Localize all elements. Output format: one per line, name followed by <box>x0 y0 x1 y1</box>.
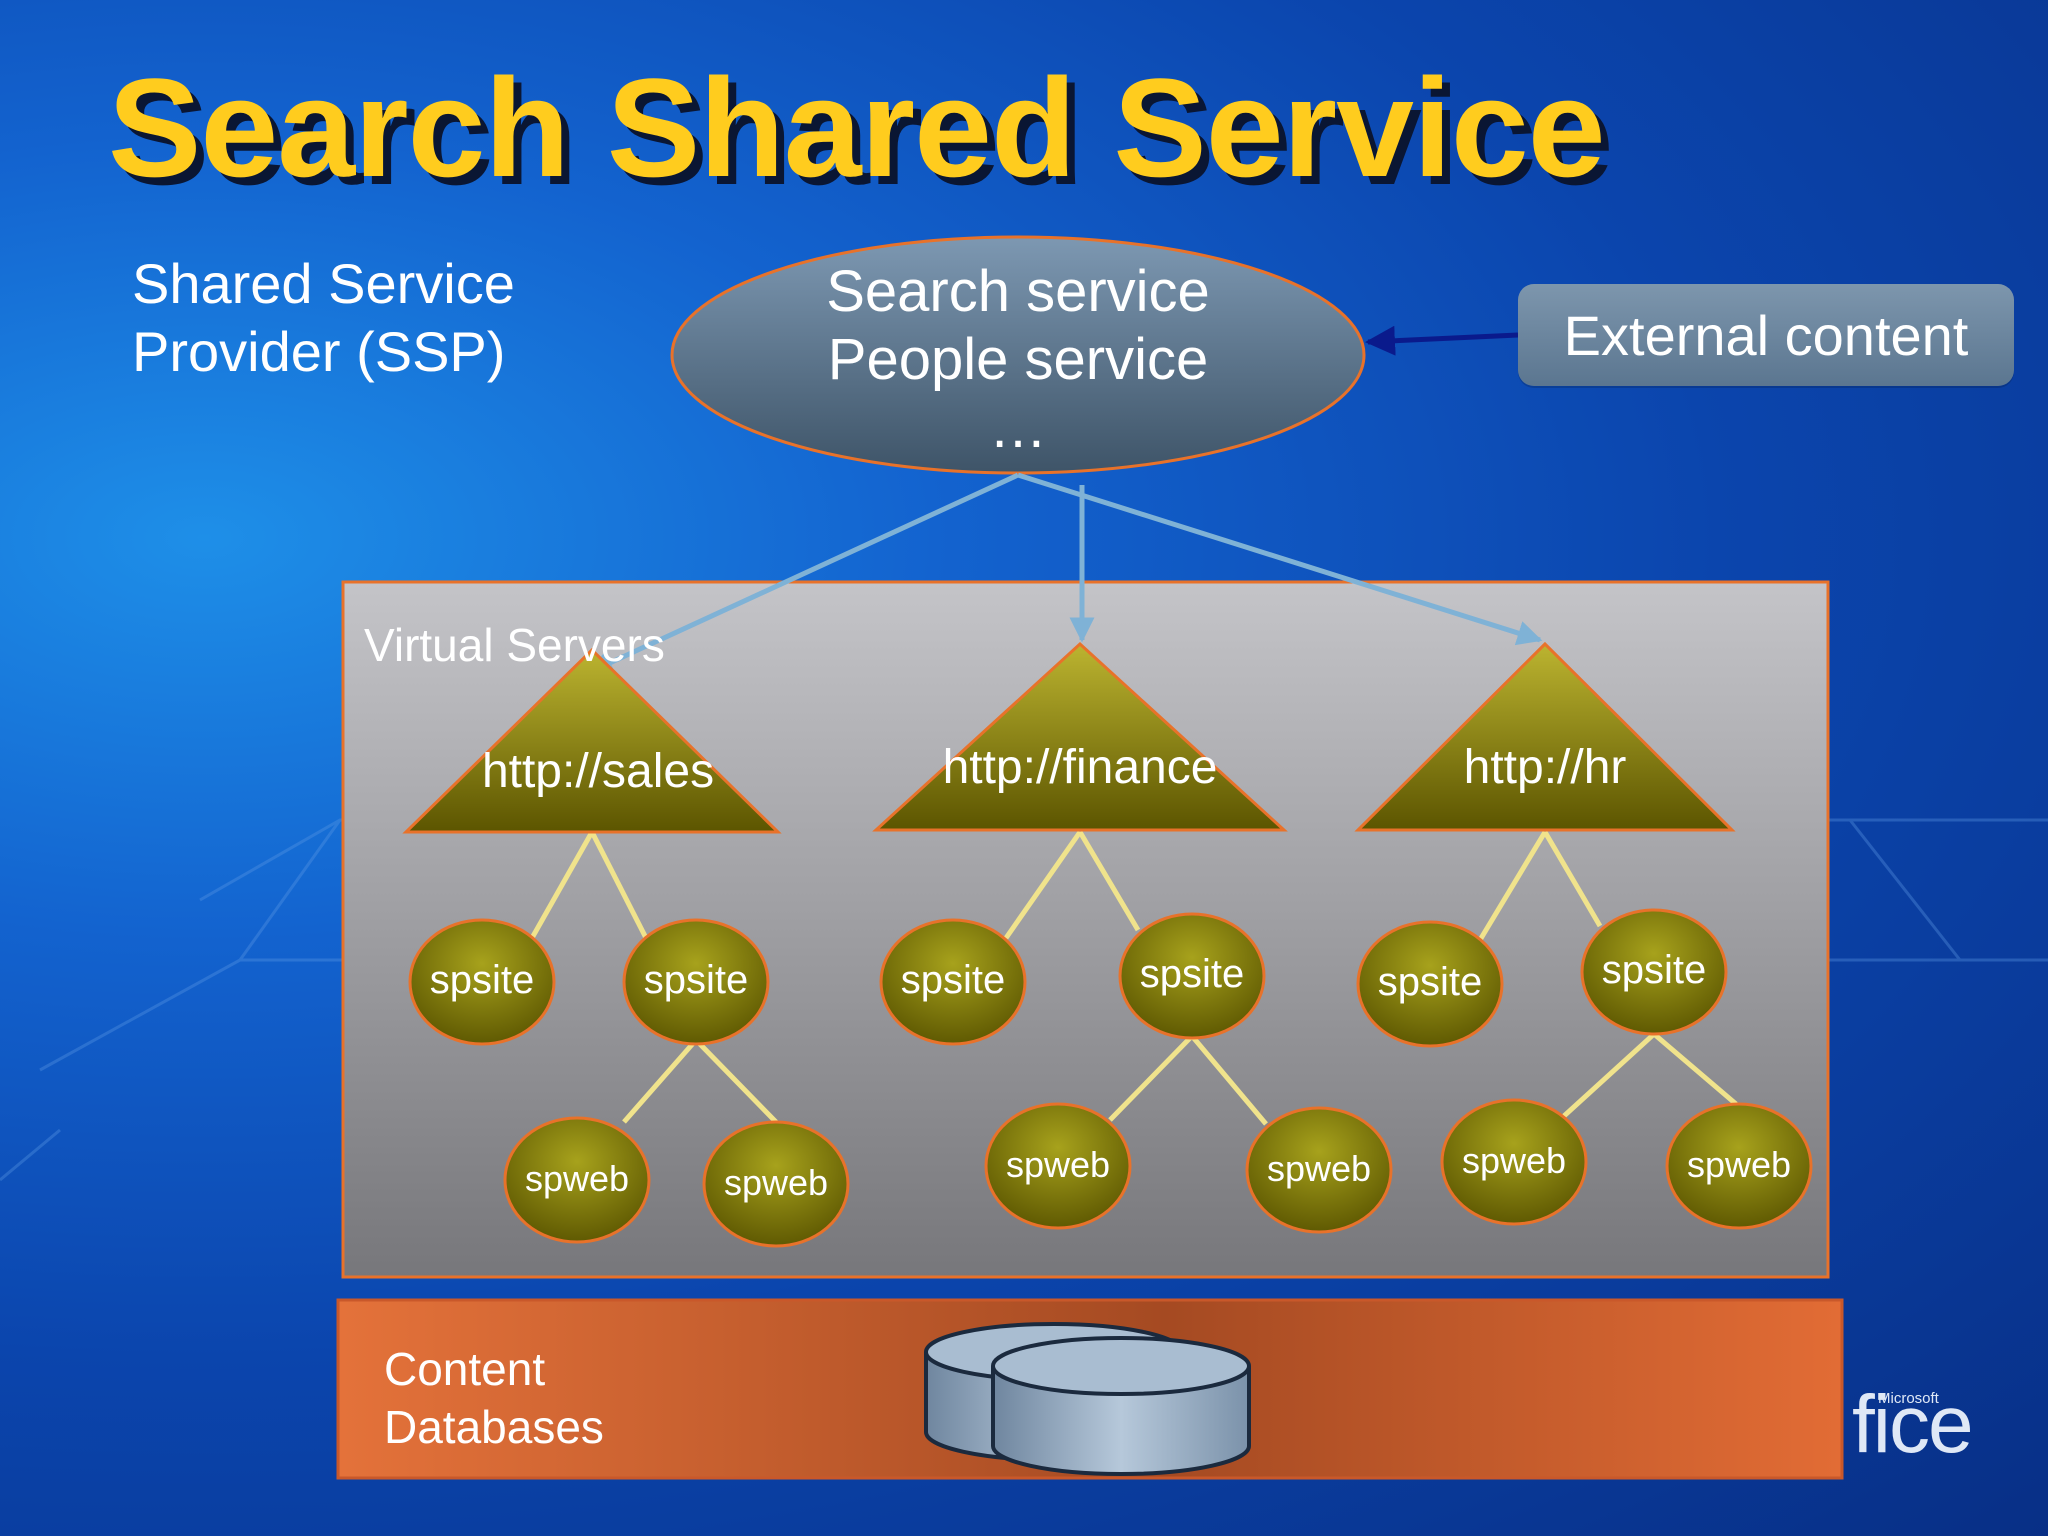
external-content-arrow <box>1365 325 1519 356</box>
external-content-box: External content <box>1518 284 2014 386</box>
tree-connectors <box>529 830 1738 1126</box>
spweb-nodes <box>503 1098 1813 1248</box>
triangle-finance <box>872 641 1288 832</box>
virtual-servers-label: Virtual Servers <box>364 619 665 671</box>
service-arrows <box>587 472 1543 675</box>
database-cylinders <box>924 1322 1251 1476</box>
office-logo: fice <box>1852 1379 1974 1470</box>
vs-url-finance: http://finance <box>942 741 1218 794</box>
spsite-nodes <box>408 908 1728 1048</box>
spweb-label: spweb <box>524 1158 630 1199</box>
slide-title: Search Shared Service <box>108 49 1606 206</box>
ssp-label: Shared Service Provider (SSP) <box>132 250 515 386</box>
triangle-sales <box>402 647 782 834</box>
spsite-label: spsite <box>643 958 749 1002</box>
content-databases-line2: Databases <box>384 1401 604 1453</box>
spweb-label: spweb <box>723 1162 829 1203</box>
spsite-label: spsite <box>429 958 535 1002</box>
ssp-label-line2: Provider (SSP) <box>132 320 506 383</box>
vs-url-sales: http://sales <box>481 745 715 798</box>
spweb-label: spweb <box>1266 1148 1372 1189</box>
people-service-label: People service <box>827 327 1209 392</box>
content-databases-label: Content Databases <box>384 1340 604 1456</box>
microsoft-wordmark: Microsoft <box>1878 1390 1939 1407</box>
spsite-label: spsite <box>900 958 1006 1002</box>
content-databases-line1: Content <box>384 1343 546 1395</box>
search-service-label: Search service <box>826 259 1210 324</box>
triangle-hr <box>1354 641 1736 832</box>
spweb-label: spweb <box>1686 1144 1792 1185</box>
vs-url-hr: http://hr <box>1463 741 1627 794</box>
spweb-label: spweb <box>1461 1140 1567 1181</box>
spweb-label: spweb <box>1005 1144 1111 1185</box>
spsite-label: spsite <box>1377 960 1483 1004</box>
services-ellipse <box>670 235 1366 475</box>
spsite-label: spsite <box>1601 948 1707 992</box>
more-services-ellipsis: … <box>989 395 1047 460</box>
spsite-label: spsite <box>1139 952 1245 996</box>
ssp-label-line1: Shared Service <box>132 252 515 315</box>
